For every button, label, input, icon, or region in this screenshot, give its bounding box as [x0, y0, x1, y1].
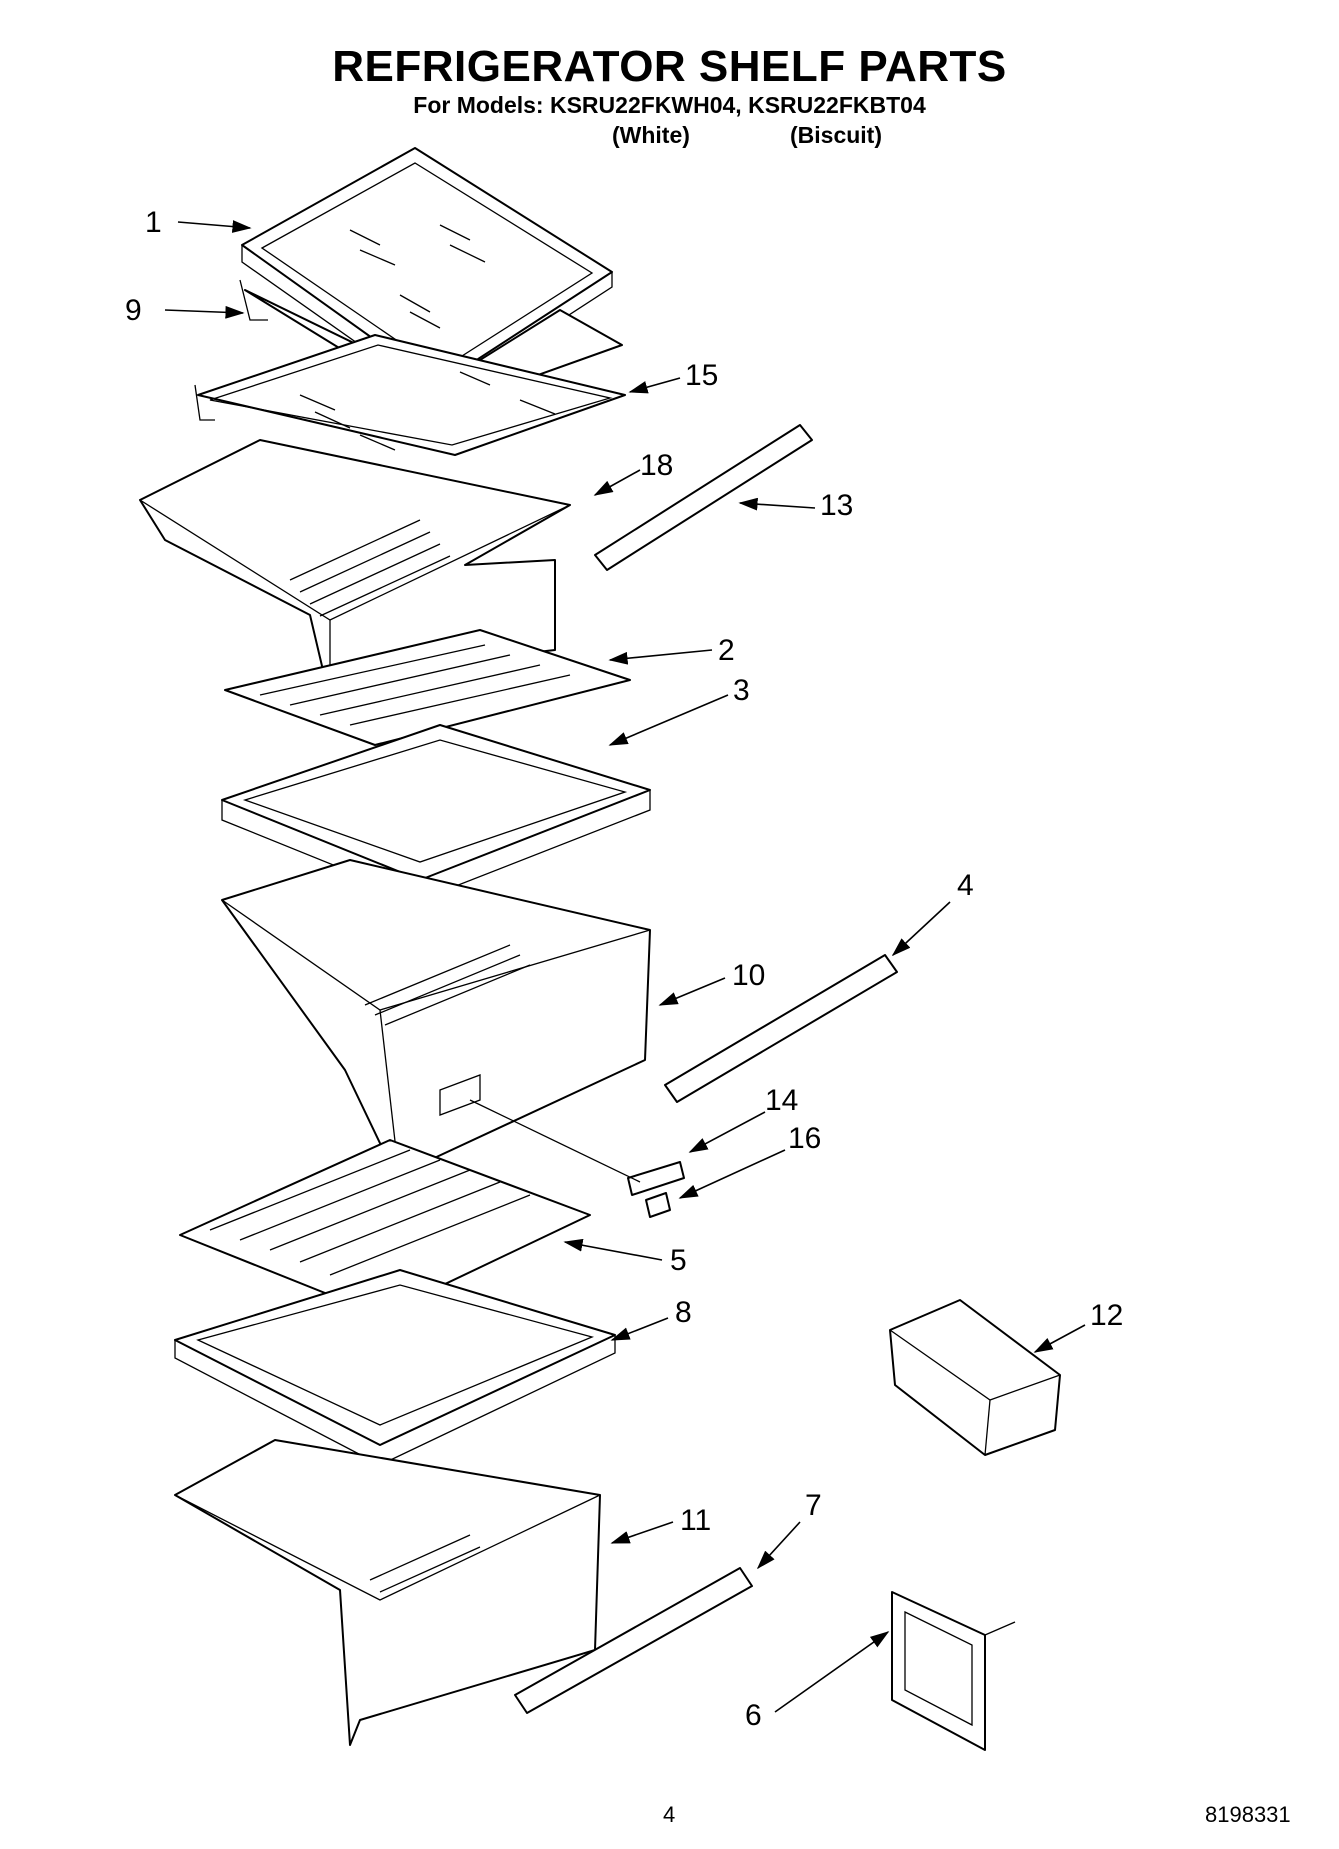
svg-text:3: 3 [733, 674, 750, 707]
glass-shelf-part-15 [194, 334, 626, 456]
crisper-frame-part-8 [174, 1269, 616, 1466]
svg-text:1: 1 [145, 206, 162, 239]
callout-15: 15 [628, 359, 718, 394]
document-number: 8198331 [1205, 1802, 1291, 1827]
callout-14: 14 [688, 1084, 798, 1153]
slider-cover-part-16 [645, 1192, 671, 1218]
callout-12: 12 [1033, 1299, 1123, 1353]
svg-text:9: 9 [125, 294, 142, 327]
callout-1: 1 [145, 206, 252, 239]
svg-text:10: 10 [732, 959, 765, 992]
callout-11: 11 [610, 1504, 711, 1544]
crisper-drawer-part-10 [221, 859, 651, 1186]
svg-text:4: 4 [957, 869, 974, 902]
svg-text:18: 18 [640, 449, 673, 482]
rail-tube-part-7 [514, 1567, 753, 1714]
callout-4: 4 [891, 869, 974, 957]
variant-biscuit-label: (Biscuit) [790, 122, 882, 148]
callout-13: 13 [738, 489, 853, 522]
svg-text:15: 15 [685, 359, 718, 392]
rail-tube-part-4 [664, 954, 898, 1103]
svg-text:2: 2 [718, 634, 735, 667]
callout-9: 9 [125, 294, 245, 327]
callout-18: 18 [593, 449, 673, 496]
callout-2: 2 [608, 634, 735, 667]
svg-text:7: 7 [805, 1489, 822, 1522]
svg-text:12: 12 [1090, 1299, 1123, 1332]
callout-16: 16 [678, 1122, 821, 1199]
label-holder-part-6 [891, 1591, 1016, 1751]
page-number: 4 [663, 1802, 676, 1827]
crisper-cover-glass-part-2 [224, 629, 631, 746]
svg-text:14: 14 [765, 1084, 798, 1117]
rail-tube-part-13 [594, 424, 813, 571]
svg-text:6: 6 [745, 1699, 762, 1732]
callout-8: 8 [610, 1296, 692, 1341]
svg-text:11: 11 [680, 1504, 711, 1537]
crisper-drawer-part-11 [174, 1439, 601, 1746]
crisper-cover-glass-part-5 [179, 1139, 591, 1316]
callout-10: 10 [658, 959, 765, 1006]
page-title: REFRIGERATOR SHELF PARTS [332, 42, 1007, 91]
model-numbers: For Models: KSRU22FKWH04, KSRU22FKBT04 [413, 92, 926, 118]
callout-7: 7 [756, 1489, 822, 1570]
svg-text:13: 13 [820, 489, 853, 522]
callout-3: 3 [608, 674, 750, 746]
svg-text:5: 5 [670, 1244, 687, 1277]
storage-bin-part-12 [889, 1299, 1061, 1456]
crisper-frame-part-3 [221, 724, 651, 901]
svg-text:8: 8 [675, 1296, 692, 1329]
callout-6: 6 [745, 1631, 890, 1732]
variant-white-label: (White) [612, 122, 690, 148]
svg-text:16: 16 [788, 1122, 821, 1155]
humidity-slider-part-14 [627, 1161, 685, 1196]
callout-5: 5 [563, 1238, 687, 1277]
